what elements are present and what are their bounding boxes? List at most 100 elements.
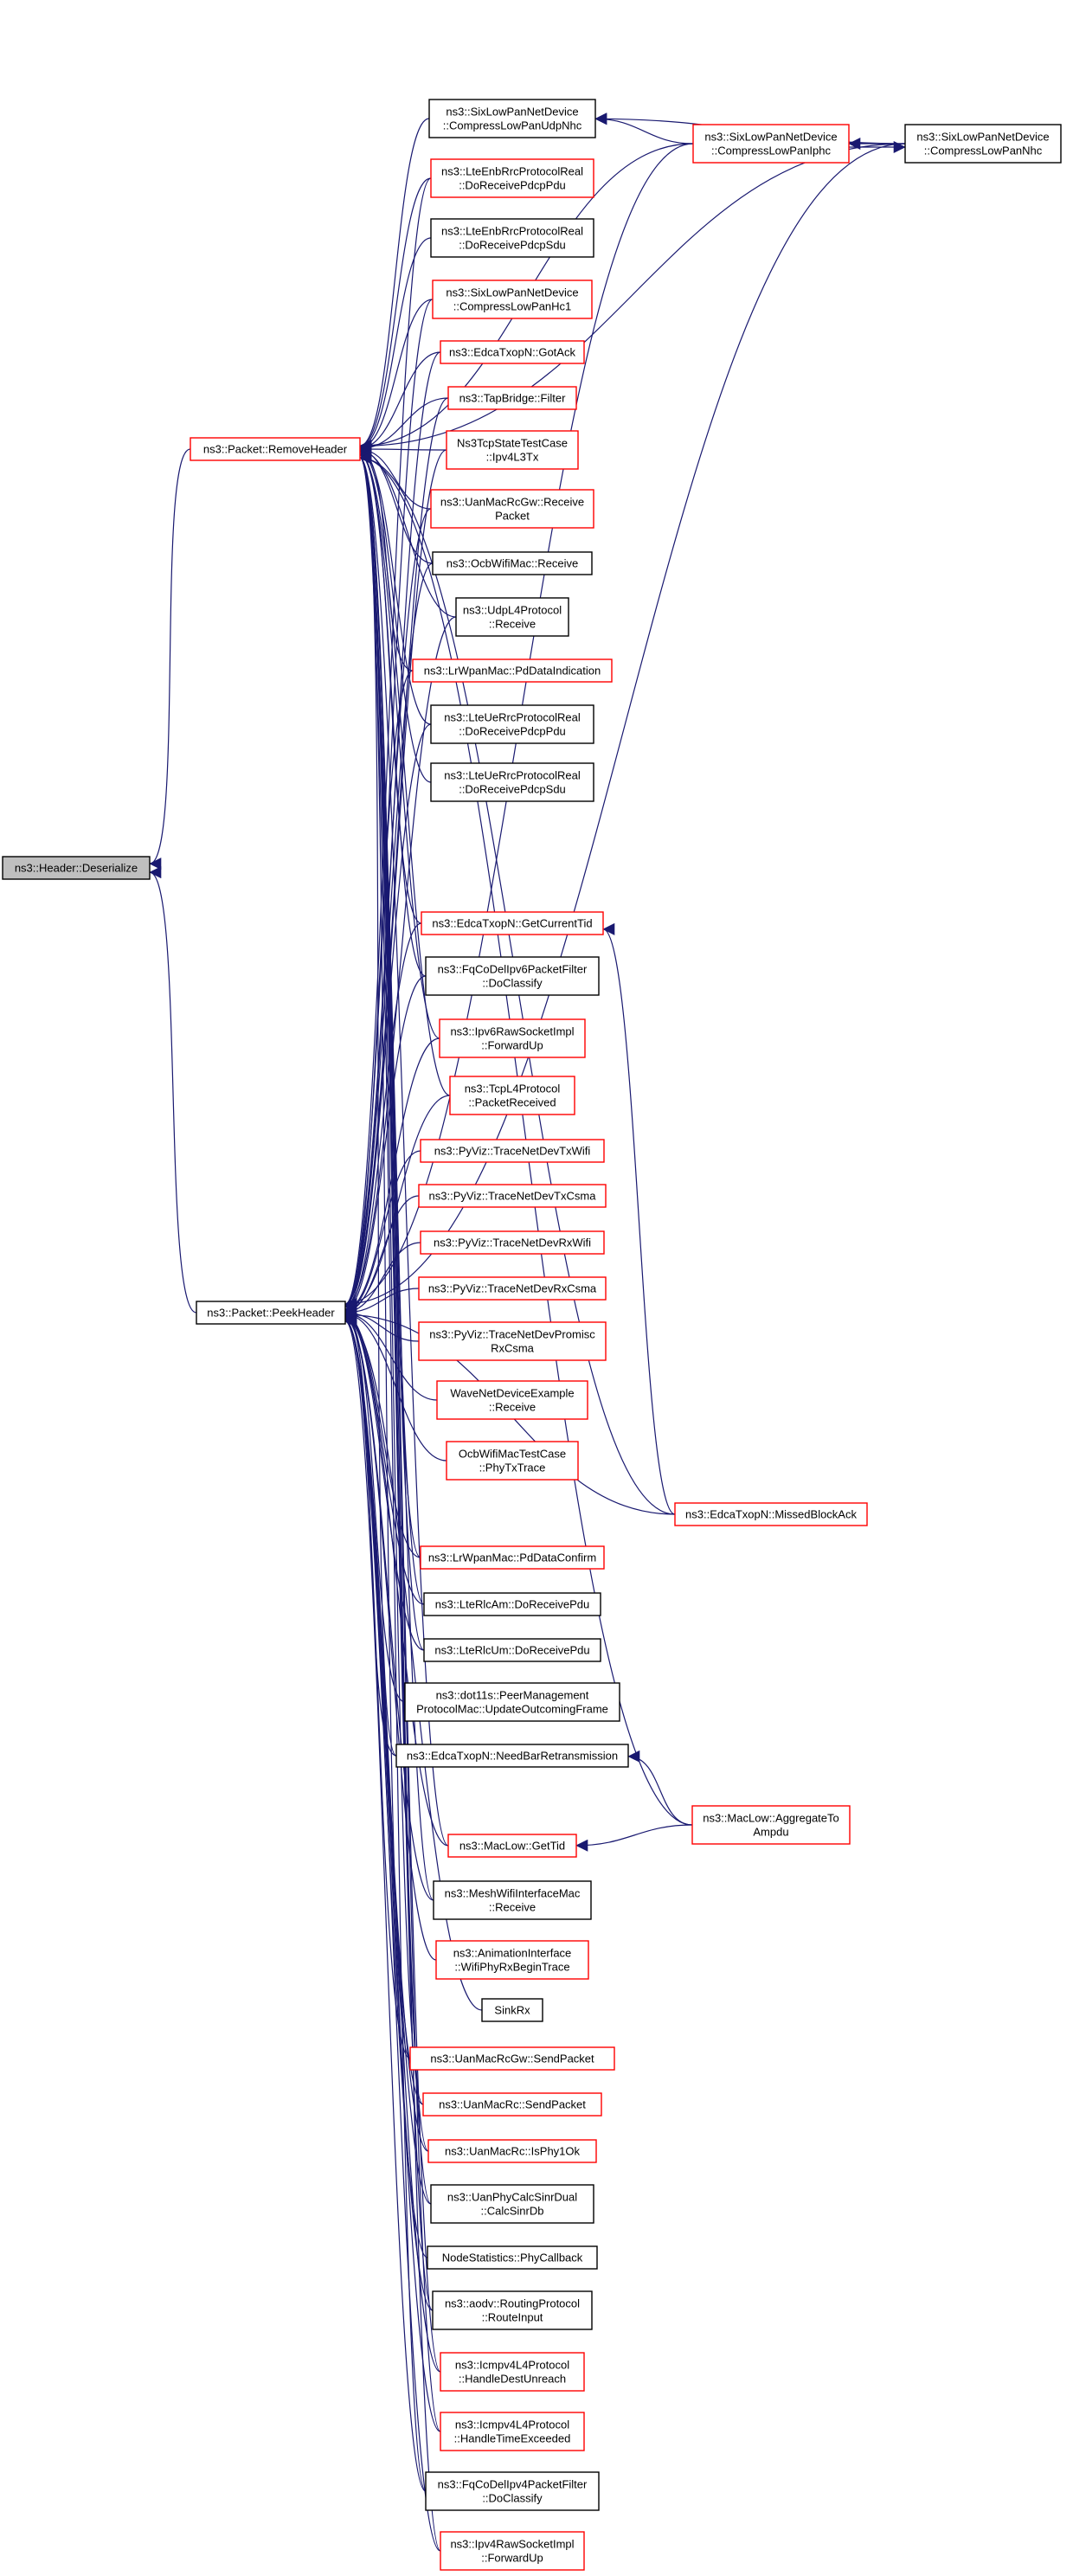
node-lrwpanconfirm[interactable]: ns3::LrWpanMac::PdDataConfirm	[420, 1545, 605, 1570]
node-box-pyvizrxcsma[interactable]	[418, 1276, 607, 1301]
node-box-uanrcsend[interactable]	[422, 2092, 602, 2117]
node-lteuesdu[interactable]: ns3::LteUeRrcProtocolReal::DoReceivePdcp…	[430, 762, 594, 802]
node-box-uanrcgwreceive[interactable]	[430, 489, 594, 529]
node-box-tapfilter[interactable]	[447, 386, 577, 410]
node-compresshc1[interactable]: ns3::SixLowPanNetDevice::CompressLowPanH…	[432, 279, 593, 319]
node-box-gotack[interactable]	[440, 340, 585, 364]
node-ltermam[interactable]: ns3::LteRlcAm::DoReceivePdu	[423, 1592, 601, 1616]
node-box-compresshc1[interactable]	[432, 279, 593, 319]
node-icmpunreach[interactable]: ns3::Icmpv4L4Protocol::HandleDestUnreach	[440, 2352, 585, 2392]
node-box-gettid[interactable]	[447, 1834, 577, 1858]
node-box-deserialize[interactable]	[2, 856, 151, 880]
node-gettid[interactable]: ns3::MacLow::GetTid	[447, 1834, 577, 1858]
node-box-aggregateto[interactable]	[691, 1805, 851, 1845]
node-box-uanphycalc[interactable]	[430, 2184, 594, 2224]
node-box-sinkrx[interactable]	[481, 1998, 543, 2022]
node-box-ipv6raw[interactable]	[439, 1018, 586, 1058]
node-box-missedblockack[interactable]	[674, 1502, 868, 1526]
node-pyvizrxcsma[interactable]: ns3::PyViz::TraceNetDevRxCsma	[418, 1276, 607, 1301]
node-getcurrenttid[interactable]: ns3::EdcaTxopN::GetCurrentTid	[421, 911, 604, 935]
node-uanrcsend[interactable]: ns3::UanMacRc::SendPacket	[422, 2092, 602, 2117]
node-box-meshwifi[interactable]	[433, 1880, 592, 1920]
node-box-wavereceive[interactable]	[436, 1380, 588, 1420]
node-lteenbsdu[interactable]: ns3::LteEnbRrcProtocolReal::DoReceivePdc…	[430, 218, 594, 258]
node-udpl4receive[interactable]: ns3::UdpL4Protocol::Receive	[455, 597, 569, 637]
node-box-removeheader[interactable]	[190, 437, 361, 461]
node-ocbreceive[interactable]: ns3::OcbWifiMac::Receive	[432, 551, 593, 575]
node-pyviztxwifi[interactable]: ns3::PyViz::TraceNetDevTxWifi	[420, 1139, 605, 1163]
node-box-compressnhc[interactable]	[904, 124, 1062, 164]
node-box-tcpl4[interactable]	[449, 1076, 575, 1115]
node-box-pyviztxwifi[interactable]	[420, 1139, 605, 1163]
node-compressnhc[interactable]: ns3::SixLowPanNetDevice::CompressLowPanN…	[904, 124, 1062, 164]
node-pyviztxcsma[interactable]: ns3::PyViz::TraceNetDevTxCsma	[418, 1184, 607, 1208]
node-dot11s[interactable]: ns3::dot11s::PeerManagementProtocolMac::…	[404, 1682, 620, 1722]
node-peekheader[interactable]: ns3::Packet::PeekHeader	[196, 1301, 346, 1325]
node-box-icmptime[interactable]	[440, 2412, 585, 2451]
node-fqcodelv6[interactable]: ns3::FqCoDelIpv6PacketFilter::DoClassify	[425, 956, 600, 996]
node-box-needbar[interactable]	[395, 1744, 629, 1768]
node-box-lrwpanpd[interactable]	[412, 658, 613, 683]
node-ocbtest[interactable]: OcbWifiMacTestCase::PhyTxTrace	[446, 1441, 579, 1481]
node-needbar[interactable]: ns3::EdcaTxopN::NeedBarRetransmission	[395, 1744, 629, 1768]
node-box-pyvizpromisc[interactable]	[418, 1321, 607, 1361]
node-box-ipv4raw[interactable]	[440, 2531, 585, 2571]
node-ipv4raw[interactable]: ns3::Ipv4RawSocketImpl::ForwardUp	[440, 2531, 585, 2571]
node-box-lrwpanconfirm[interactable]	[420, 1545, 605, 1570]
node-box-getcurrenttid[interactable]	[421, 911, 604, 935]
node-lrwpanpd[interactable]: ns3::LrWpanMac::PdDataIndication	[412, 658, 613, 683]
node-box-udpl4receive[interactable]	[455, 597, 569, 637]
node-box-compressiphc[interactable]	[692, 124, 850, 164]
node-gotack[interactable]: ns3::EdcaTxopN::GotAck	[440, 340, 585, 364]
node-box-fqcodelv6[interactable]	[425, 956, 600, 996]
node-box-dot11s[interactable]	[404, 1682, 620, 1722]
node-pyvizrxwifi[interactable]: ns3::PyViz::TraceNetDevRxWifi	[420, 1230, 605, 1255]
node-meshwifi[interactable]: ns3::MeshWifiInterfaceMac::Receive	[433, 1880, 592, 1920]
node-uangwsend[interactable]: ns3::UanMacRcGw::SendPacket	[409, 2046, 615, 2071]
node-uanphy1ok[interactable]: ns3::UanMacRc::IsPhy1Ok	[427, 2139, 597, 2163]
node-deserialize[interactable]: ns3::Header::Deserialize	[2, 856, 151, 880]
node-box-fqcodelv4[interactable]	[425, 2471, 600, 2511]
node-ipv6raw[interactable]: ns3::Ipv6RawSocketImpl::ForwardUp	[439, 1018, 586, 1058]
node-box-uangwsend[interactable]	[409, 2046, 615, 2071]
node-fqcodelv4[interactable]: ns3::FqCoDelIpv4PacketFilter::DoClassify	[425, 2471, 600, 2511]
node-box-ltermam[interactable]	[423, 1592, 601, 1616]
node-box-ltermum[interactable]	[423, 1638, 601, 1662]
node-box-animation[interactable]	[435, 1940, 589, 1980]
node-box-pyviztxcsma[interactable]	[418, 1184, 607, 1208]
node-box-icmpunreach[interactable]	[440, 2352, 585, 2392]
node-sinkrx[interactable]: SinkRx	[481, 1998, 543, 2022]
node-nodestats[interactable]: NodeStatistics::PhyCallback	[427, 2245, 598, 2270]
node-box-compressudpnhc[interactable]	[428, 99, 596, 138]
node-ltermum[interactable]: ns3::LteRlcUm::DoReceivePdu	[423, 1638, 601, 1662]
node-wavereceive[interactable]: WaveNetDeviceExample::Receive	[436, 1380, 588, 1420]
node-box-pyvizrxwifi[interactable]	[420, 1230, 605, 1255]
node-box-lteenbsdu[interactable]	[430, 218, 594, 258]
node-box-lteenbpdu[interactable]	[430, 158, 594, 198]
node-box-peekheader[interactable]	[196, 1301, 346, 1325]
node-box-uanphy1ok[interactable]	[427, 2139, 597, 2163]
node-box-ocbtest[interactable]	[446, 1441, 579, 1481]
node-removeheader[interactable]: ns3::Packet::RemoveHeader	[190, 437, 361, 461]
node-animation[interactable]: ns3::AnimationInterface::WifiPhyRxBeginT…	[435, 1940, 589, 1980]
node-box-aodvroute[interactable]	[432, 2290, 593, 2330]
node-lteuepdu[interactable]: ns3::LteUeRrcProtocolReal::DoReceivePdcp…	[430, 704, 594, 744]
node-aodvroute[interactable]: ns3::aodv::RoutingProtocol::RouteInput	[432, 2290, 593, 2330]
node-compressudpnhc[interactable]: ns3::SixLowPanNetDevice::CompressLowPanU…	[428, 99, 596, 138]
node-box-lteuesdu[interactable]	[430, 762, 594, 802]
node-box-lteuepdu[interactable]	[430, 704, 594, 744]
node-tcpl4[interactable]: ns3::TcpL4Protocol::PacketReceived	[449, 1076, 575, 1115]
node-box-ns3tcpstate[interactable]	[446, 430, 579, 470]
node-uanphycalc[interactable]: ns3::UanPhyCalcSinrDual::CalcSinrDb	[430, 2184, 594, 2224]
node-tapfilter[interactable]: ns3::TapBridge::Filter	[447, 386, 577, 410]
node-ns3tcpstate[interactable]: Ns3TcpStateTestCase::Ipv4L3Tx	[446, 430, 579, 470]
node-lteenbpdu[interactable]: ns3::LteEnbRrcProtocolReal::DoReceivePdc…	[430, 158, 594, 198]
node-icmptime[interactable]: ns3::Icmpv4L4Protocol::HandleTimeExceede…	[440, 2412, 585, 2451]
node-missedblockack[interactable]: ns3::EdcaTxopN::MissedBlockAck	[674, 1502, 868, 1526]
node-box-ocbreceive[interactable]	[432, 551, 593, 575]
node-box-nodestats[interactable]	[427, 2245, 598, 2270]
node-compressiphc[interactable]: ns3::SixLowPanNetDevice::CompressLowPanI…	[692, 124, 850, 164]
